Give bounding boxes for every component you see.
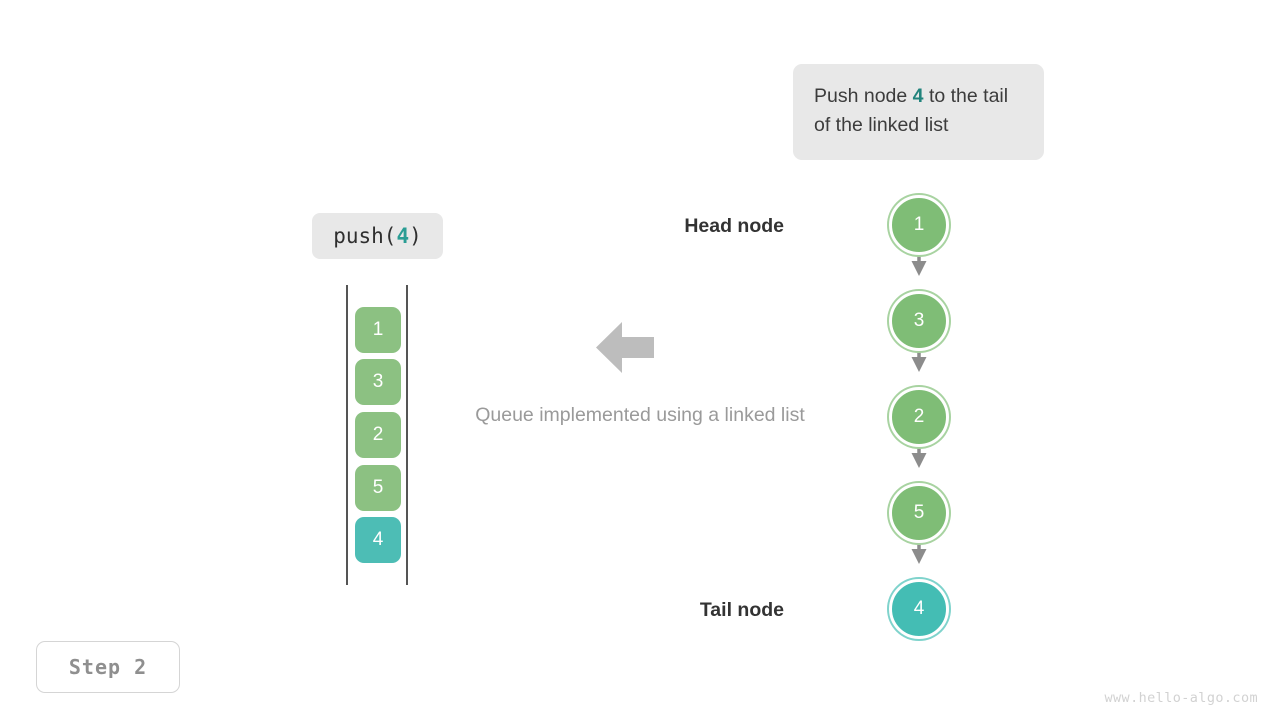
array-cell-highlighted: 4 bbox=[355, 517, 401, 563]
head-node-label: Head node bbox=[684, 215, 784, 237]
array-cell: 1 bbox=[355, 307, 401, 353]
watermark: www.hello-algo.com bbox=[1104, 690, 1258, 706]
linked-list-node: 5 bbox=[889, 483, 949, 543]
operation-call-argument: 4 bbox=[396, 224, 410, 248]
array-cell-value: 5 bbox=[372, 477, 384, 498]
instruction-tooltip: Push node 4 to the tail of the linked li… bbox=[793, 64, 1044, 160]
node-value: 3 bbox=[913, 310, 925, 331]
linked-list-node: 2 bbox=[889, 387, 949, 447]
linked-list-node: 3 bbox=[889, 291, 949, 351]
array-cell: 2 bbox=[355, 412, 401, 458]
diagram-caption: Queue implemented using a linked list bbox=[475, 404, 805, 426]
tooltip-text-before: Push node bbox=[814, 85, 913, 107]
array-cell-value: 4 bbox=[372, 529, 384, 550]
tooltip-text-after: to the tail of the linked list bbox=[814, 85, 1009, 136]
array-rail-left bbox=[346, 285, 348, 585]
tooltip-highlight-value: 4 bbox=[912, 85, 924, 107]
array-cell: 3 bbox=[355, 359, 401, 405]
node-value: 2 bbox=[913, 406, 925, 427]
node-value: 5 bbox=[913, 502, 925, 523]
array-rail-right bbox=[406, 285, 408, 585]
queue-array-view: 1 3 2 5 4 bbox=[346, 285, 408, 585]
left-arrow-icon bbox=[596, 320, 656, 375]
array-cell-value: 2 bbox=[372, 424, 384, 445]
operation-call-close: ) bbox=[409, 224, 422, 248]
array-cell: 5 bbox=[355, 465, 401, 511]
tail-node-label: Tail node bbox=[699, 599, 784, 621]
linked-list-view: Head node Tail node 1 3 2 5 4 bbox=[684, 185, 980, 655]
instruction-tooltip-text: Push node 4 to the tail of the linked li… bbox=[814, 82, 1023, 140]
step-badge: Step 2 bbox=[36, 641, 180, 693]
step-badge-text: Step 2 bbox=[68, 655, 148, 679]
node-value: 1 bbox=[913, 214, 925, 235]
operation-call-badge: push(4) bbox=[312, 213, 443, 259]
linked-list-node-highlighted: 4 bbox=[889, 579, 949, 639]
array-cell-value: 3 bbox=[372, 371, 384, 392]
operation-call-open: push( bbox=[333, 224, 397, 248]
linked-list-node: 1 bbox=[889, 195, 949, 255]
operation-call-text: push(4) bbox=[333, 224, 422, 248]
array-cell-value: 1 bbox=[372, 319, 384, 340]
node-value: 4 bbox=[913, 598, 925, 619]
